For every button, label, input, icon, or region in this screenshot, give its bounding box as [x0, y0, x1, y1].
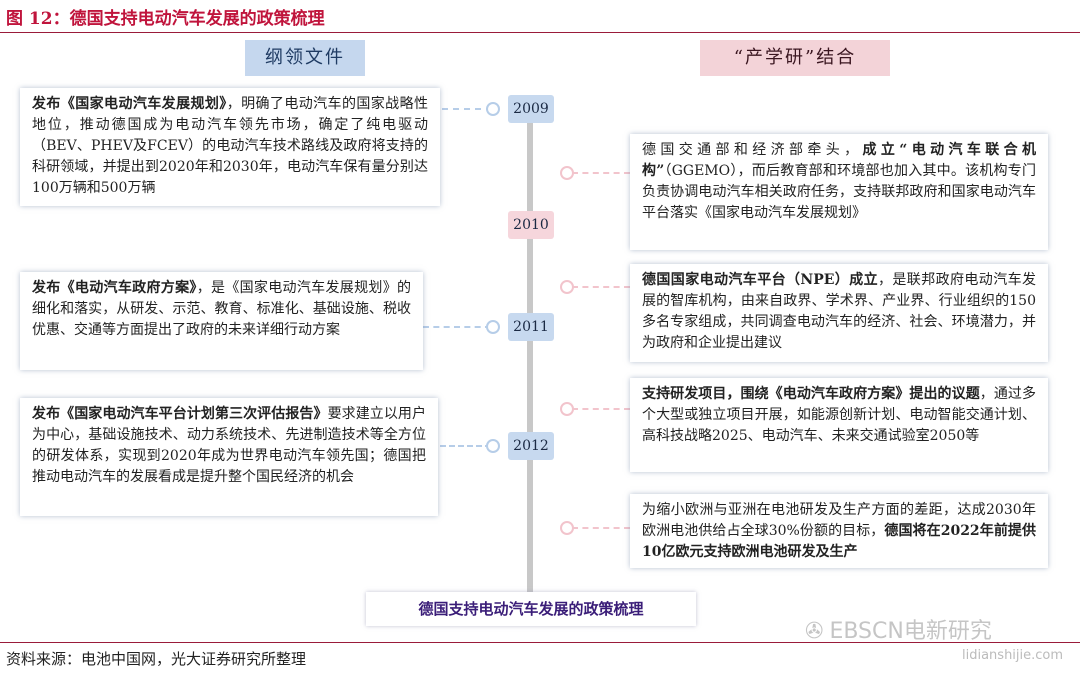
right-box-text: ，通过多个大型或独立项目开展，如能源创新计划、电动智能交通计划、高科技战略202…: [642, 386, 1037, 444]
source-note: 资料来源：电池中国网，光大证券研究所整理: [6, 650, 307, 668]
watermark-text: EBSCN电新研究: [829, 619, 992, 644]
left-box-bold: 发布《国家电动汽车发展规划》: [32, 96, 227, 112]
connector-dot: [486, 439, 500, 453]
connector-right-2: [572, 286, 630, 288]
left-box-2012: 发布《国家电动汽车平台计划第三次评估报告》要求建立以用户为中心，基础设施技术、动…: [20, 398, 438, 516]
diagram-caption: 德国支持电动汽车发展的政策梳理: [366, 592, 696, 626]
connector-left-2: [423, 326, 491, 328]
right-box-bold: 成立“电动汽车联合机构”: [642, 142, 1037, 179]
left-box-2011: 发布《电动汽车政府方案》，是《国家电动汽车发展规划》的细化和落实，从研发、示范、…: [20, 272, 423, 370]
left-box-2009: 发布《国家电动汽车发展规划》，明确了电动汽车的国家战略性地位，推动德国成为电动汽…: [20, 88, 440, 206]
connector-left-1: [442, 108, 492, 110]
right-box-ggemo: 德国交通部和经济部牵头，成立“电动汽车联合机构”（GGEMO），而后教育部和环境…: [630, 134, 1048, 250]
right-box-research: 支持研发项目，围绕《电动汽车政府方案》提出的议题，通过多个大型或独立项目开展，如…: [630, 378, 1048, 472]
connector-left-3: [440, 445, 491, 447]
right-box-battery: 为缩小欧洲与亚洲在电池研发及生产方面的差距，达成2030年欧洲电池供给占全球30…: [630, 494, 1048, 568]
right-box-text: 为缩小欧洲与亚洲在电池研发及生产方面的差距，达成2030年欧洲电池供给占全球30…: [642, 502, 1036, 539]
left-box-bold: 发布《国家电动汽车平台计划第三次评估报告》: [32, 406, 328, 422]
figure-title: 图 12：德国支持电动汽车发展的政策梳理: [6, 9, 325, 29]
year-badge-2011: 2011: [508, 313, 554, 341]
year-badge-2012: 2012: [508, 432, 554, 460]
wechat-icon: ✇: [805, 619, 824, 644]
bottom-rule: [0, 642, 1080, 643]
left-box-bold: 发布《电动汽车政府方案》: [32, 280, 197, 296]
left-box-text: ，明确了电动汽车的国家战略性地位，推动德国成为电动汽车领先市场，确定了纯电驱动（…: [32, 96, 428, 196]
connector-right-3: [572, 408, 630, 410]
year-badge-2009: 2009: [508, 95, 554, 123]
right-box-text: （GGEMO），而后教育部和环境部也加入其中。该机构专门负责协调电动汽车相关政府…: [642, 163, 1036, 221]
right-box-text: 德国交通部和经济部牵头，: [642, 142, 863, 158]
right-box-bold: 德国将在2022年前提供10亿欧元支持欧洲电池研发及生产: [642, 523, 1036, 560]
connector-right-1: [572, 172, 630, 174]
top-rule: [0, 32, 1080, 33]
timeline-spine: [527, 96, 533, 594]
right-box-bold: 德国国家电动汽车平台（NPE）成立: [642, 272, 878, 288]
year-badge-2010: 2010: [508, 211, 554, 239]
header-left: 纲领文件: [245, 40, 365, 76]
watermark-url: lidianshijie.com: [962, 648, 1064, 663]
left-box-text: ，是《国家电动汽车发展规划》的细化和落实，从研发、示范、教育、标准化、基础设施、…: [32, 280, 412, 338]
header-right: “产学研”结合: [700, 40, 890, 76]
right-box-npe: 德国国家电动汽车平台（NPE）成立，是联邦政府电动汽车发展的智库机构，由来自政界…: [630, 264, 1048, 362]
left-box-text: 要求建立以用户为中心，基础设施技术、动力系统技术、先进制造技术等全方位的研发体系…: [32, 406, 427, 485]
connector-dot: [486, 320, 500, 334]
connector-right-4: [572, 527, 630, 529]
right-box-text: ，是联邦政府电动汽车发展的智库机构，由来自政界、学术界、产业界、行业组织的150…: [642, 272, 1036, 351]
right-box-bold: 支持研发项目，围绕《电动汽车政府方案》提出的议题: [642, 386, 980, 402]
watermark: ✇EBSCN电新研究: [805, 613, 992, 645]
connector-dot: [486, 102, 500, 116]
